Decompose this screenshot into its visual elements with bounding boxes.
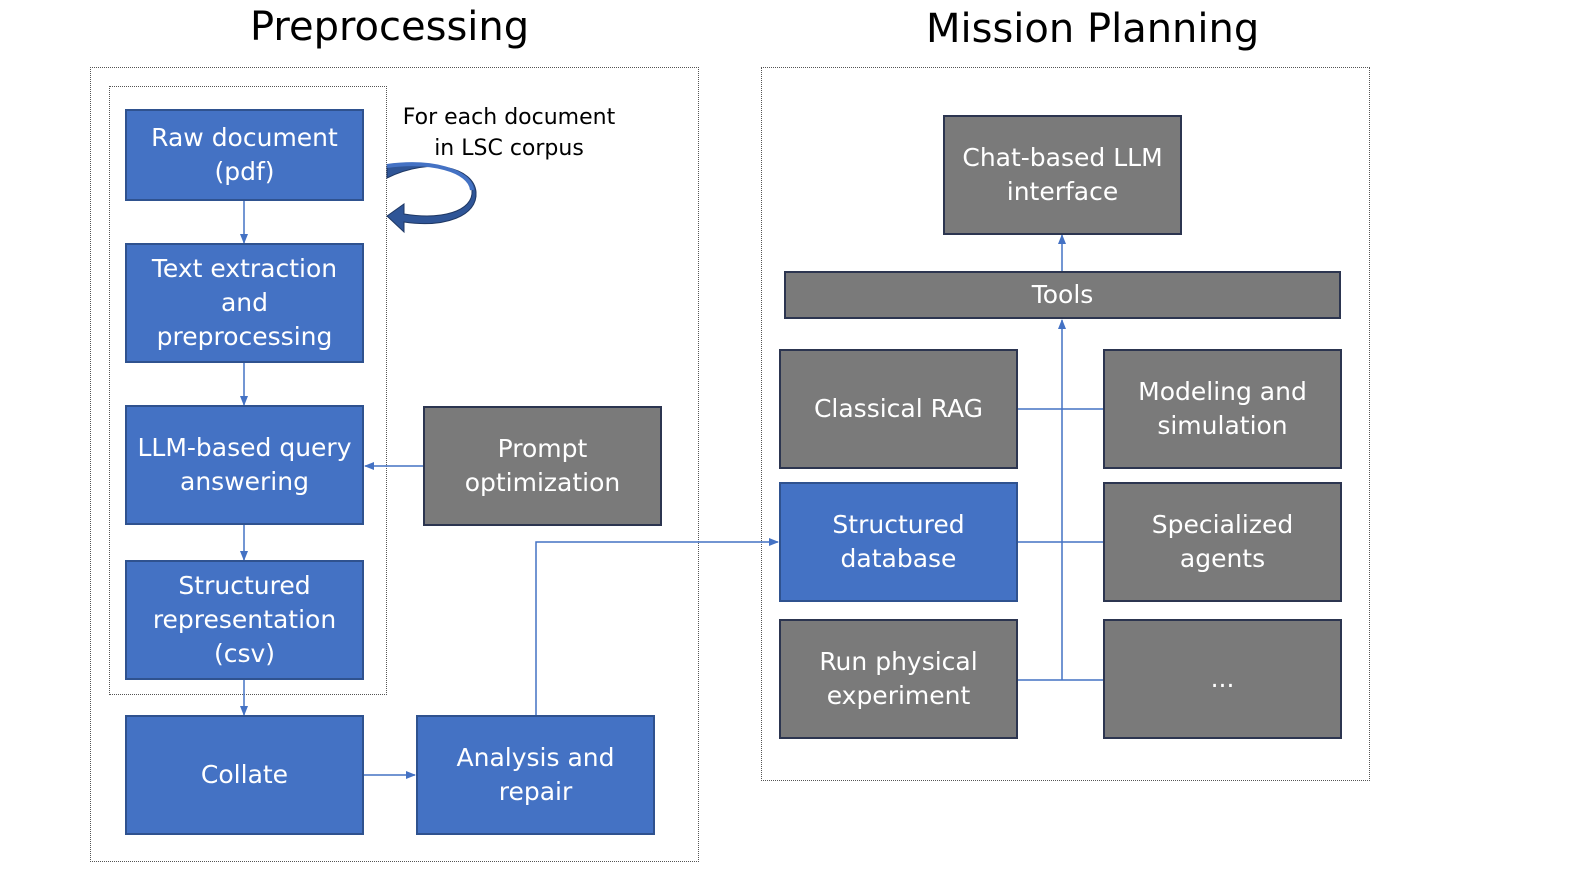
preprocessing-title: Preprocessing — [250, 4, 530, 50]
collate-box: Collate — [125, 715, 364, 835]
specialized-agents-box: Specialized agents — [1103, 482, 1342, 602]
run-experiment-label: Run physical experiment — [819, 647, 978, 710]
modeling-simulation-box: Modeling and simulation — [1103, 349, 1342, 469]
analysis-repair-label: Analysis and repair — [456, 743, 615, 806]
prompt-optimization-label: Prompt optimization — [464, 434, 621, 497]
run-experiment-box: Run physical experiment — [779, 619, 1018, 739]
preprocessing-frame — [90, 67, 699, 862]
analysis-repair-box: Analysis and repair — [416, 715, 655, 835]
classical-rag-box: Classical RAG — [779, 349, 1018, 469]
structured-database-label: Structured database — [832, 510, 965, 573]
collate-label: Collate — [200, 760, 289, 789]
structured-database-box: Structured database — [779, 482, 1018, 602]
raw-document-label: Raw document (pdf) — [151, 123, 338, 186]
text-extraction-box: Text extraction and preprocessing — [125, 243, 364, 363]
structured-representation-label: Structured representation (csv) — [152, 571, 337, 668]
mission-planning-frame — [761, 67, 1370, 781]
mission-planning-title: Mission Planning — [926, 6, 1260, 52]
modeling-simulation-label: Modeling and simulation — [1138, 377, 1307, 440]
raw-document-box: Raw document (pdf) — [125, 109, 364, 201]
ellipsis-label: ... — [1210, 664, 1235, 693]
chat-interface-label: Chat-based LLM interface — [962, 143, 1163, 206]
text-extraction-label: Text extraction and preprocessing — [151, 254, 338, 351]
prompt-optimization-box: Prompt optimization — [423, 406, 662, 526]
loop-note: For each document in LSC corpus — [402, 105, 616, 161]
structured-representation-box: Structured representation (csv) — [125, 560, 364, 680]
classical-rag-label: Classical RAG — [813, 394, 984, 423]
llm-query-label: LLM-based query answering — [137, 433, 352, 496]
per-document-frame — [109, 86, 387, 695]
specialized-agents-label: Specialized agents — [1151, 510, 1294, 573]
llm-query-box: LLM-based query answering — [125, 405, 364, 525]
ellipsis-box: ... — [1103, 619, 1342, 739]
chat-interface-box: Chat-based LLM interface — [943, 115, 1182, 235]
tools-box: Tools — [784, 271, 1341, 319]
tools-label: Tools — [1031, 280, 1094, 309]
